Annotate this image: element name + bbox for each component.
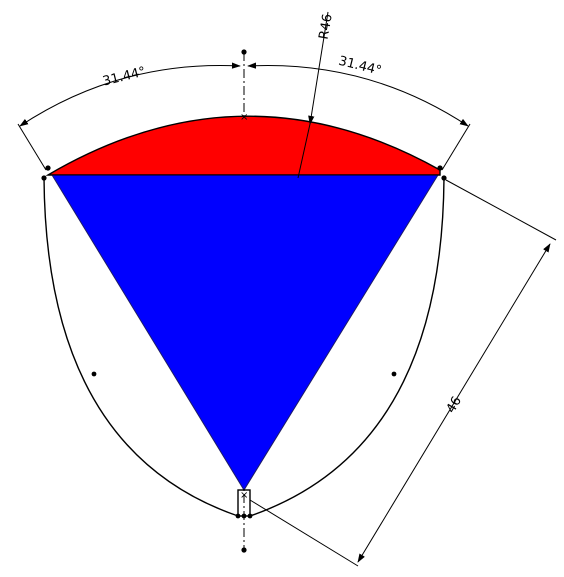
centerline-top-point [241, 49, 247, 55]
length-dimension-line [357, 243, 551, 563]
angle-left-label: 31.44° [101, 64, 147, 89]
corner-point-left [45, 165, 51, 171]
triangle-blue[interactable] [51, 174, 439, 491]
arc-top-marker-icon: × [240, 112, 248, 123]
angle-left-dimension-arc [19, 62, 241, 127]
triangle-apex-marker-icon: × [240, 490, 248, 501]
radius-leader [308, 11, 329, 125]
slot-point-mid [241, 513, 247, 519]
slot-point-right [247, 513, 253, 519]
circular-segment-red[interactable] [45, 115, 441, 176]
left-arc-midpoint [91, 371, 97, 377]
corner-point-right [437, 165, 443, 171]
length-extension-bottom [249, 499, 359, 567]
right-arc-midpoint [391, 371, 397, 377]
angle-right-dimension-arc [247, 62, 469, 127]
slot-point-left [235, 513, 241, 519]
centerline-bottom-point [241, 547, 247, 553]
angle-left-extension [17, 123, 47, 171]
length-extension-top [445, 179, 557, 241]
length-label: 46 [444, 394, 465, 416]
angle-right-extension [441, 123, 471, 171]
corner-point-left-low [41, 175, 47, 181]
angle-right-label: 31.44° [337, 54, 383, 79]
left-side-arc[interactable] [43, 177, 239, 517]
radius-label: R46 [317, 13, 336, 41]
corner-point-right-low [441, 175, 447, 181]
radius-leader-extension [297, 123, 311, 179]
